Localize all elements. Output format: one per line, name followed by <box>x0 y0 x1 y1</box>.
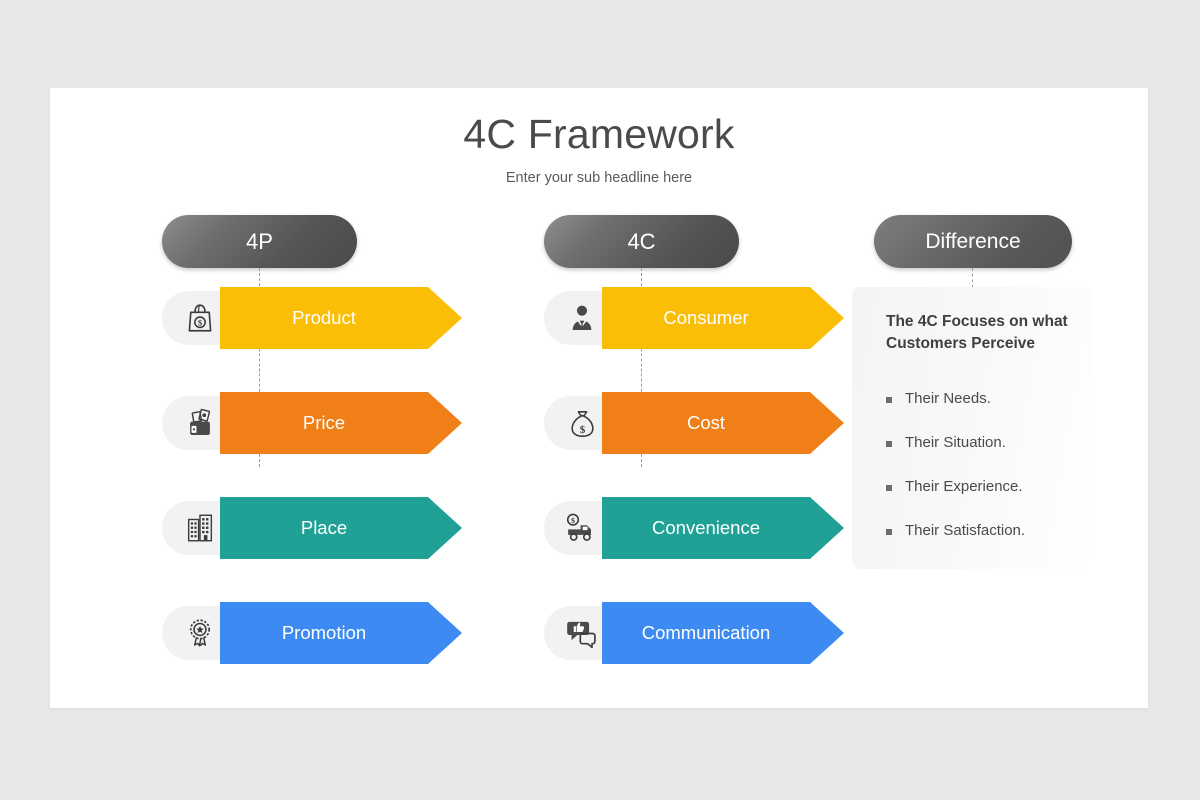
header-pill-difference[interactable]: Difference <box>874 215 1072 268</box>
page-title: 4C Framework <box>463 111 735 157</box>
arrow-product-label: Product <box>292 307 356 328</box>
arrow-communication[interactable]: Communication <box>602 602 844 664</box>
header-pill-4p-label: 4P <box>246 228 273 254</box>
arrow-promotion[interactable]: Promotion <box>220 602 462 664</box>
arrow-cost[interactable]: Cost <box>602 392 844 454</box>
list-item-label: Their Needs. <box>905 389 991 407</box>
header-pill-4p[interactable]: 4P <box>162 215 357 268</box>
arrow-communication-label: Communication <box>641 622 771 643</box>
list-item-label: Their Satisfaction. <box>905 521 1026 539</box>
square-bullet-icon <box>886 484 892 491</box>
list-item: Their Situation. <box>886 434 1070 451</box>
page-subtitle: Enter your sub headline here <box>505 170 693 186</box>
arrow-price-label: Price <box>302 412 346 433</box>
svg-text:$: $ <box>579 424 585 436</box>
square-bullet-icon <box>886 440 892 447</box>
arrow-cost-label: Cost <box>686 412 726 433</box>
arrow-consumer[interactable]: Consumer <box>602 287 844 349</box>
list-item-label: Their Experience. <box>905 477 1023 495</box>
connector-dashed-4c <box>641 268 642 467</box>
svg-text:$: $ <box>198 317 203 327</box>
square-bullet-icon <box>886 396 892 403</box>
row-consumer[interactable]: Consumer <box>544 287 844 349</box>
arrow-promotion-label: Promotion <box>281 622 367 643</box>
row-place[interactable]: Place <box>162 497 462 559</box>
arrow-consumer-label: Consumer <box>663 307 749 328</box>
arrow-place[interactable]: Place <box>220 497 462 559</box>
difference-panel: The 4C Focuses on what Customers Perceiv… <box>852 287 1092 569</box>
row-price[interactable]: Price <box>162 392 462 454</box>
row-communication[interactable]: Communication <box>544 602 844 664</box>
list-item: Their Experience. <box>886 478 1070 495</box>
list-item: Their Satisfaction. <box>886 522 1070 539</box>
slide-canvas: 4C Framework Enter your sub headline her… <box>50 88 1148 708</box>
list-item-label: Their Situation. <box>905 433 1006 451</box>
list-item: Their Needs. <box>886 390 1070 407</box>
svg-text:$: $ <box>571 516 575 525</box>
connector-dashed-difference <box>972 268 973 288</box>
square-bullet-icon <box>886 528 892 535</box>
row-promotion[interactable]: Promotion <box>162 602 462 664</box>
header-pill-4c[interactable]: 4C <box>544 215 739 268</box>
arrow-convenience-label: Convenience <box>652 517 760 538</box>
arrow-place-label: Place <box>300 517 348 538</box>
arrow-convenience[interactable]: Convenience <box>602 497 844 559</box>
header-pill-difference-label: Difference <box>925 229 1021 253</box>
header-pill-4c-label: 4C <box>627 228 656 254</box>
row-cost[interactable]: $ Cost <box>544 392 844 454</box>
arrow-price[interactable]: Price <box>220 392 462 454</box>
connector-dashed-4p <box>259 268 260 467</box>
difference-panel-heading: The 4C Focuses on what Customers Perceiv… <box>886 313 1068 353</box>
row-product[interactable]: $ Product <box>162 287 462 349</box>
arrow-product[interactable]: Product <box>220 287 462 349</box>
row-convenience[interactable]: $ Convenience <box>544 497 844 559</box>
